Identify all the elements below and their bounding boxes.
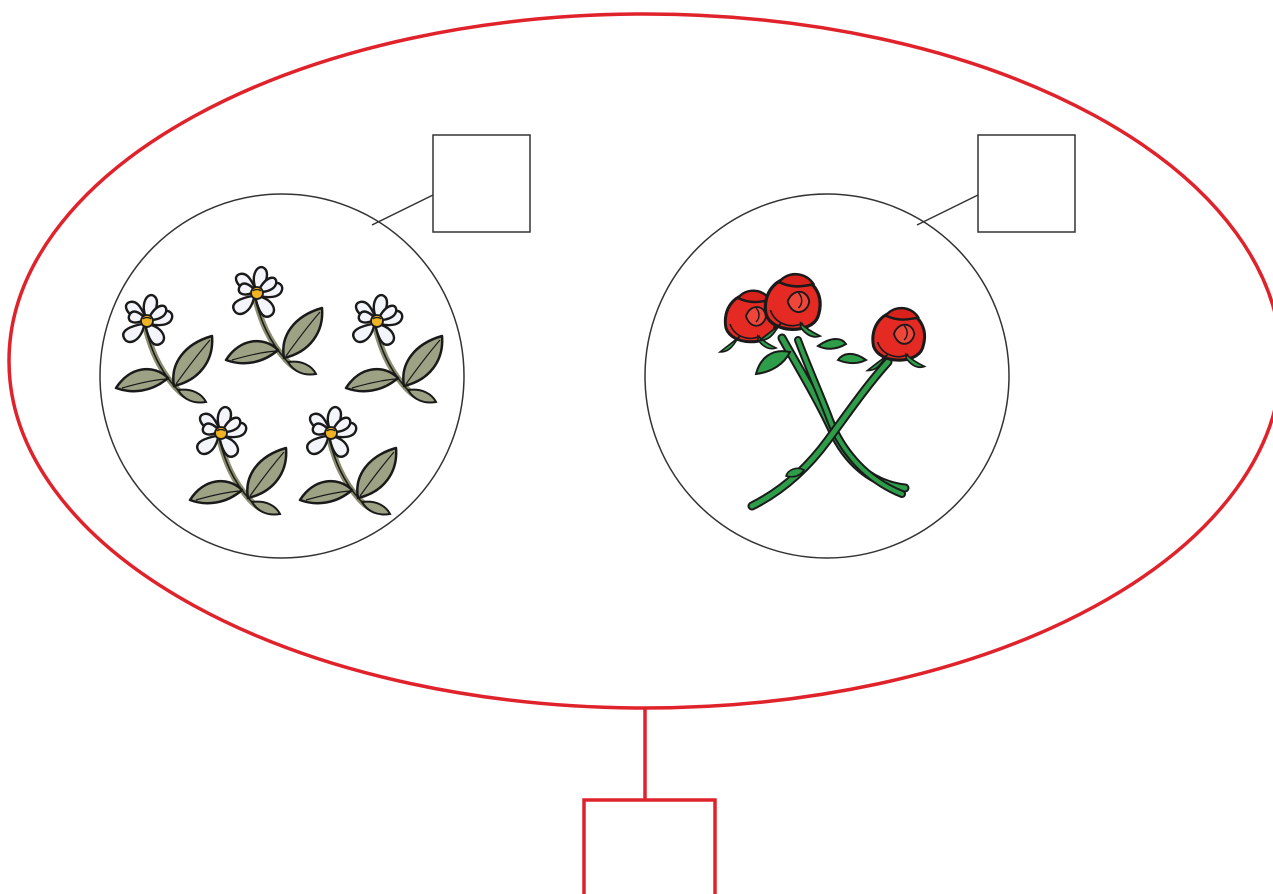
rose-count-box[interactable] xyxy=(977,134,1076,233)
rose-group xyxy=(644,134,1076,559)
red-rose-icon xyxy=(718,272,927,511)
daisy-flower-icon xyxy=(116,295,212,402)
rose-group-circle xyxy=(644,193,1010,559)
daisy-count-box[interactable] xyxy=(432,134,531,233)
daisy-group xyxy=(99,134,531,559)
daisy-flower-icon xyxy=(190,407,286,514)
daisy-flower-icon xyxy=(300,407,396,514)
daisy-flower-icon xyxy=(346,295,442,402)
total-answer-box[interactable] xyxy=(582,798,717,894)
rose-box-connector xyxy=(916,194,979,226)
daisy-box-connector xyxy=(371,194,434,226)
daisy-group-circle xyxy=(99,193,465,559)
daisy-flower-icon xyxy=(226,267,322,374)
